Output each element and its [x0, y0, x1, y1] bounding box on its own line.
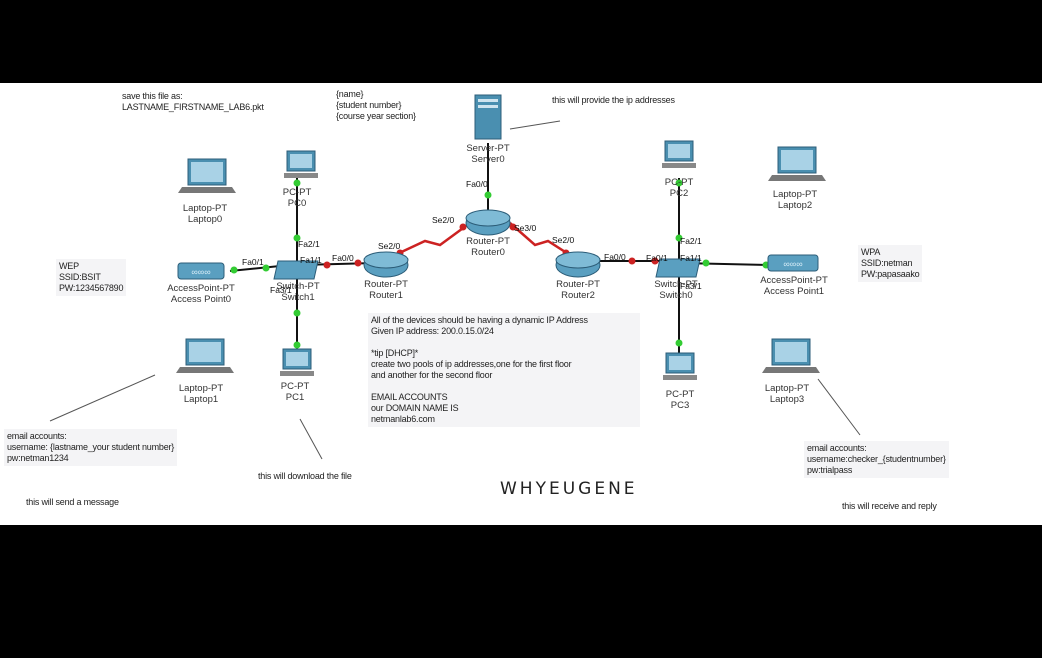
port-label: Se3/0 — [514, 223, 537, 233]
link-light — [354, 259, 362, 267]
wpa-note: WPA SSID:netman PW:papasaako — [858, 245, 923, 282]
pointer-line — [817, 378, 861, 436]
email-left-note: email accounts: username: {lastname_your… — [4, 429, 178, 466]
ap1-label: AccessPoint-PT Access Point1 — [760, 275, 828, 297]
switch1-label: Switch-PT Switch1 — [276, 281, 320, 303]
link-light — [293, 309, 301, 317]
pointer-line — [49, 374, 156, 422]
laptop1-label: Laptop-PT Laptop1 — [178, 383, 224, 405]
pointer-line — [299, 418, 323, 460]
port-label: Fa0/0 — [466, 179, 488, 189]
pc0-label: PC-PT PC0 — [282, 187, 312, 209]
port-label: Fa3/1 — [270, 285, 292, 295]
port-label: Fa1/1 — [300, 255, 322, 265]
svg-text:∞∞∞: ∞∞∞ — [783, 259, 802, 269]
port-label: Fa0/0 — [604, 252, 626, 262]
link-light — [459, 223, 467, 231]
student-info-note: {name} {student number} {course year sec… — [336, 89, 416, 121]
pc-icon — [284, 150, 318, 178]
port-label: Fa1/1 — [680, 253, 702, 263]
topology-links: ∞∞∞ ∞∞∞ — [49, 94, 861, 460]
pc2-label: PC-PT PC2 — [664, 177, 694, 199]
link-light — [628, 257, 636, 265]
receive-note: this will receive and reply — [842, 501, 937, 511]
laptop-icon — [178, 158, 236, 193]
port-label: Fa2/1 — [298, 239, 320, 249]
laptop-icon — [176, 338, 234, 373]
pc-icon — [280, 348, 314, 376]
link-light — [262, 264, 270, 272]
laptop-icon — [762, 338, 820, 373]
download-note: this will download the file — [258, 471, 352, 481]
email-right-note: email accounts: username:checker_{studen… — [804, 441, 949, 478]
link-light — [675, 179, 683, 187]
server0-label: Server-PT Server0 — [466, 143, 510, 165]
switch-icon — [273, 260, 319, 280]
router-icon — [465, 209, 511, 236]
link-router1-router0 — [394, 221, 471, 257]
link-light — [293, 341, 301, 349]
instructions-note: All of the devices should be having a dy… — [368, 313, 640, 427]
link-router0-router2 — [509, 222, 571, 257]
link-light — [484, 191, 492, 199]
port-label: Se2/0 — [552, 235, 575, 245]
link-light — [509, 223, 517, 231]
pc-icon — [663, 352, 697, 380]
access-point-icon: ∞∞∞ — [177, 262, 225, 280]
link-light — [323, 261, 331, 269]
wep-note: WEP SSID:BSIT PW:1234567890 — [56, 259, 127, 296]
router2-label: Router-PT Router2 — [556, 279, 600, 301]
laptop2-label: Laptop-PT Laptop2 — [772, 189, 818, 211]
link-light — [675, 339, 683, 347]
server-note: this will provide the ip addresses — [552, 95, 675, 105]
port-label: Fa3/1 — [680, 281, 702, 291]
link-light — [293, 179, 301, 187]
pointer-line — [509, 120, 561, 130]
laptop-icon — [768, 146, 826, 181]
pc1-label: PC-PT PC1 — [280, 381, 310, 403]
port-label: Se2/0 — [378, 241, 401, 251]
port-label: Fa0/0 — [332, 253, 354, 263]
router0-label: Router-PT Router0 — [466, 236, 510, 258]
link-light — [675, 234, 683, 242]
topology-canvas: ∞∞∞ ∞∞∞ — [0, 83, 1042, 525]
link-light — [651, 257, 659, 265]
watermark: WHYEUGENE — [500, 479, 638, 499]
ap0-label: AccessPoint-PT Access Point0 — [167, 283, 235, 305]
link-light — [230, 266, 238, 274]
send-note: this will send a message — [26, 497, 119, 507]
laptop3-label: Laptop-PT Laptop3 — [764, 383, 810, 405]
server-icon — [474, 94, 502, 140]
link-light — [702, 259, 710, 267]
port-label: Fa0/1 — [242, 257, 264, 267]
pc-icon — [662, 140, 696, 168]
save-file-note: save this file as: LASTNAME_FIRSTNAME_LA… — [122, 91, 264, 112]
switch0-label: Switch-PT Switch0 — [654, 279, 698, 301]
switch-icon — [655, 258, 701, 278]
pc3-label: PC-PT PC3 — [665, 389, 695, 411]
router1-label: Router-PT Router1 — [364, 279, 408, 301]
port-label: Fa0/1 — [646, 253, 668, 263]
port-label: Fa2/1 — [680, 236, 702, 246]
svg-text:∞∞∞: ∞∞∞ — [191, 267, 210, 277]
router-icon — [363, 251, 409, 278]
link-light — [293, 234, 301, 242]
router-icon — [555, 251, 601, 278]
access-point-icon: ∞∞∞ — [767, 254, 819, 272]
port-label: Se2/0 — [432, 215, 455, 225]
laptop0-label: Laptop-PT Laptop0 — [182, 203, 228, 225]
